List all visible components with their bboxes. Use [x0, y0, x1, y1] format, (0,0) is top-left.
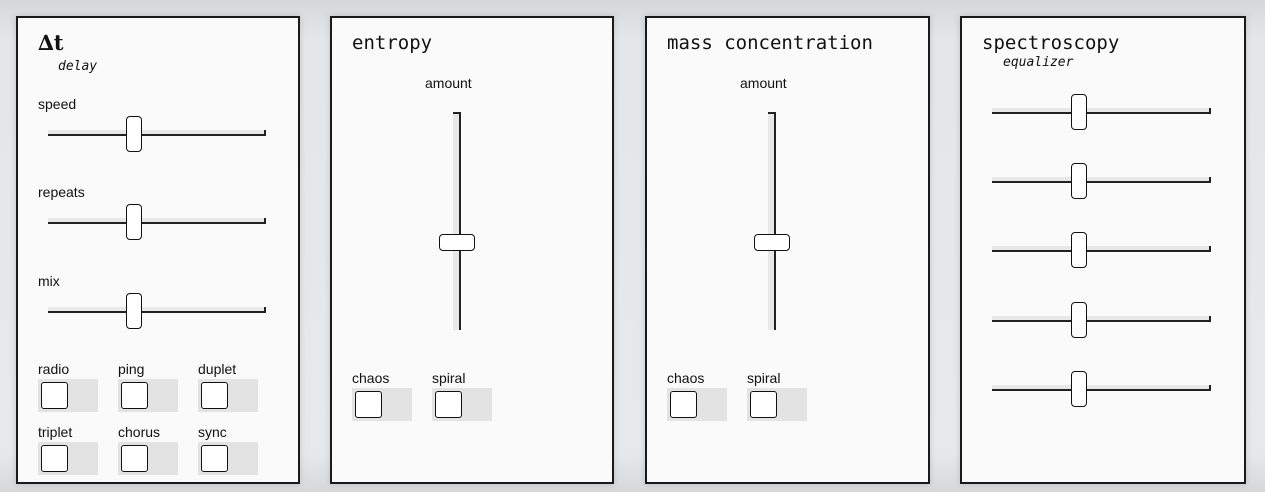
duplet-checkbox[interactable]: [201, 382, 228, 409]
sync-toggle-label: sync: [198, 424, 227, 440]
speed-label: speed: [38, 96, 77, 112]
eq-band-5-thumb[interactable]: [1071, 371, 1087, 407]
mass-concentration-panel: mass concentration amount chaos spiral: [645, 16, 930, 484]
entropy-amount-slider-track[interactable]: [453, 112, 461, 330]
ping-checkbox[interactable]: [121, 382, 148, 409]
eq-band-3-track[interactable]: [992, 246, 1211, 252]
chorus-toggle-label: chorus: [118, 424, 161, 440]
sync-checkbox[interactable]: [201, 445, 228, 472]
entropy-amount-slider-thumb[interactable]: [439, 234, 475, 251]
repeats-slider-track[interactable]: [48, 218, 266, 224]
mass-chaos-checkbox[interactable]: [670, 391, 697, 418]
chorus-checkbox[interactable]: [121, 445, 148, 472]
delay-panel: ∆t delay speed repeats mix radio ping du…: [16, 16, 300, 484]
mass-chaos-toggle[interactable]: [667, 388, 727, 421]
triplet-checkbox[interactable]: [41, 445, 68, 472]
repeats-label: repeats: [38, 184, 85, 200]
entropy-chaos-toggle[interactable]: [352, 388, 412, 421]
mix-slider-thumb[interactable]: [126, 293, 142, 329]
eq-band-5-track[interactable]: [992, 385, 1211, 391]
eq-band-4-thumb[interactable]: [1071, 302, 1087, 338]
chorus-toggle[interactable]: [118, 442, 178, 475]
mass-spiral-checkbox[interactable]: [750, 391, 777, 418]
ping-toggle-label: ping: [118, 361, 145, 377]
radio-toggle[interactable]: [38, 379, 98, 412]
mass-panel-title: mass concentration: [667, 32, 873, 54]
triplet-toggle[interactable]: [38, 442, 98, 475]
speed-slider-thumb[interactable]: [126, 116, 142, 152]
delay-panel-title: ∆t: [38, 30, 64, 55]
entropy-spiral-checkbox[interactable]: [435, 391, 462, 418]
entropy-spiral-toggle[interactable]: [432, 388, 492, 421]
mass-amount-label: amount: [740, 75, 787, 91]
chaos-toggle-label: chaos: [352, 370, 390, 386]
duplet-toggle[interactable]: [198, 379, 258, 412]
mass-spiral-toggle[interactable]: [747, 388, 807, 421]
duplet-toggle-label: duplet: [198, 361, 237, 377]
eq-band-1-track[interactable]: [992, 108, 1211, 114]
repeats-slider-thumb[interactable]: [126, 204, 142, 240]
entropy-panel: entropy amount chaos spiral: [330, 16, 614, 484]
mix-label: mix: [38, 273, 60, 289]
spectroscopy-panel-title: spectroscopy: [982, 32, 1120, 54]
mass-amount-slider-track[interactable]: [768, 112, 776, 330]
spectroscopy-panel-subtitle: equalizer: [1003, 55, 1074, 70]
radio-checkbox[interactable]: [41, 382, 68, 409]
triplet-toggle-label: triplet: [38, 424, 73, 440]
eq-band-2-thumb[interactable]: [1071, 163, 1087, 199]
entropy-panel-title: entropy: [352, 32, 433, 54]
entropy-chaos-checkbox[interactable]: [355, 391, 382, 418]
entropy-amount-label: amount: [425, 75, 472, 91]
mass-amount-slider-thumb[interactable]: [754, 234, 790, 251]
delay-panel-subtitle: delay: [58, 59, 98, 74]
spectroscopy-panel: spectroscopy equalizer: [960, 16, 1246, 484]
eq-band-2-track[interactable]: [992, 177, 1211, 183]
eq-band-1-thumb[interactable]: [1071, 94, 1087, 130]
sync-toggle[interactable]: [198, 442, 258, 475]
ping-toggle[interactable]: [118, 379, 178, 412]
speed-slider-track[interactable]: [48, 130, 266, 136]
mass-chaos-toggle-label: chaos: [667, 370, 705, 386]
eq-band-3-thumb[interactable]: [1071, 232, 1087, 268]
radio-toggle-label: radio: [38, 361, 70, 377]
eq-band-4-track[interactable]: [992, 316, 1211, 322]
mass-spiral-toggle-label: spiral: [747, 370, 781, 386]
mix-slider-track[interactable]: [48, 307, 266, 313]
spiral-toggle-label: spiral: [432, 370, 466, 386]
